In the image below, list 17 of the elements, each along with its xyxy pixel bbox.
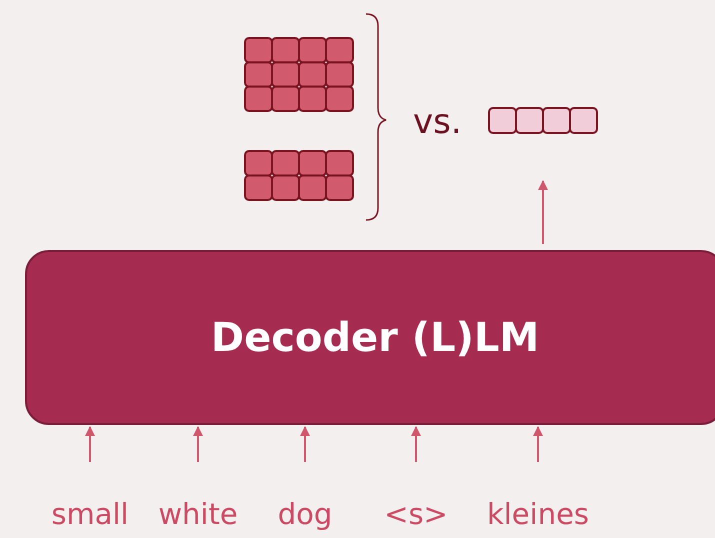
input-token: dog [265,500,345,534]
arrow [538,180,548,244]
arrow [533,426,543,462]
arrow [85,426,95,462]
matrix-grid [244,150,354,201]
arrow [411,426,421,462]
input-token: <s> [376,500,456,534]
arrow [300,426,310,462]
input-token: white [148,500,248,534]
box-title: Decoder (L)LM [210,314,540,360]
input-token: small [40,500,140,534]
decoder-box [25,250,715,425]
matrix-grid [244,37,354,112]
vector-grid [488,107,598,134]
comparison-label: vs. [413,105,462,139]
input-token: kleines [474,500,602,534]
arrow [193,426,203,462]
